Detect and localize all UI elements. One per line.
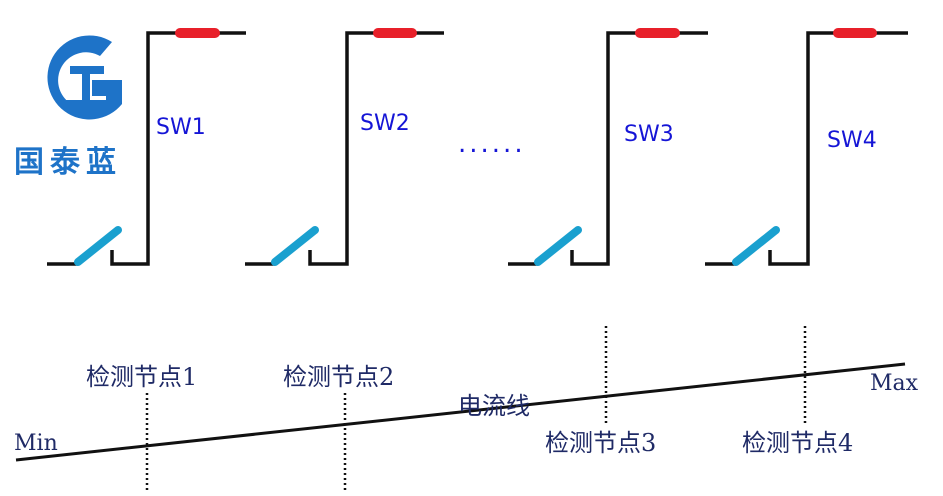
wire bbox=[308, 31, 444, 266]
node-label: 检测节点4 bbox=[742, 429, 853, 457]
ellipsis: ...... bbox=[458, 129, 526, 159]
node-label: 检测节点1 bbox=[86, 363, 197, 391]
switch-3: SW3 bbox=[508, 28, 708, 266]
logo-text: 国泰蓝 bbox=[14, 145, 122, 180]
switch-4: SW4 bbox=[705, 28, 908, 266]
current-line-label: 电流线 bbox=[458, 392, 530, 420]
switch-blade bbox=[271, 226, 319, 266]
switch-label: SW4 bbox=[827, 128, 877, 153]
switch-blade bbox=[534, 226, 582, 266]
wire bbox=[570, 31, 708, 266]
current-min-label: Min bbox=[14, 431, 58, 456]
logo-mark-icon bbox=[47, 35, 122, 120]
switch-label: SW3 bbox=[624, 122, 674, 147]
node-label: 检测节点2 bbox=[283, 363, 394, 391]
node-label: 检测节点3 bbox=[545, 429, 656, 457]
wire bbox=[110, 31, 246, 266]
current-max-label: Max bbox=[870, 371, 919, 396]
logo: 国泰蓝 bbox=[14, 35, 122, 180]
switch-label: SW2 bbox=[360, 111, 410, 136]
switch-label: SW1 bbox=[156, 115, 206, 140]
switch-2: SW2 bbox=[245, 28, 444, 266]
switch-1: SW1 bbox=[47, 28, 246, 266]
current-line bbox=[15, 362, 906, 462]
switch-blade bbox=[74, 226, 122, 266]
switch-blade bbox=[732, 226, 780, 266]
